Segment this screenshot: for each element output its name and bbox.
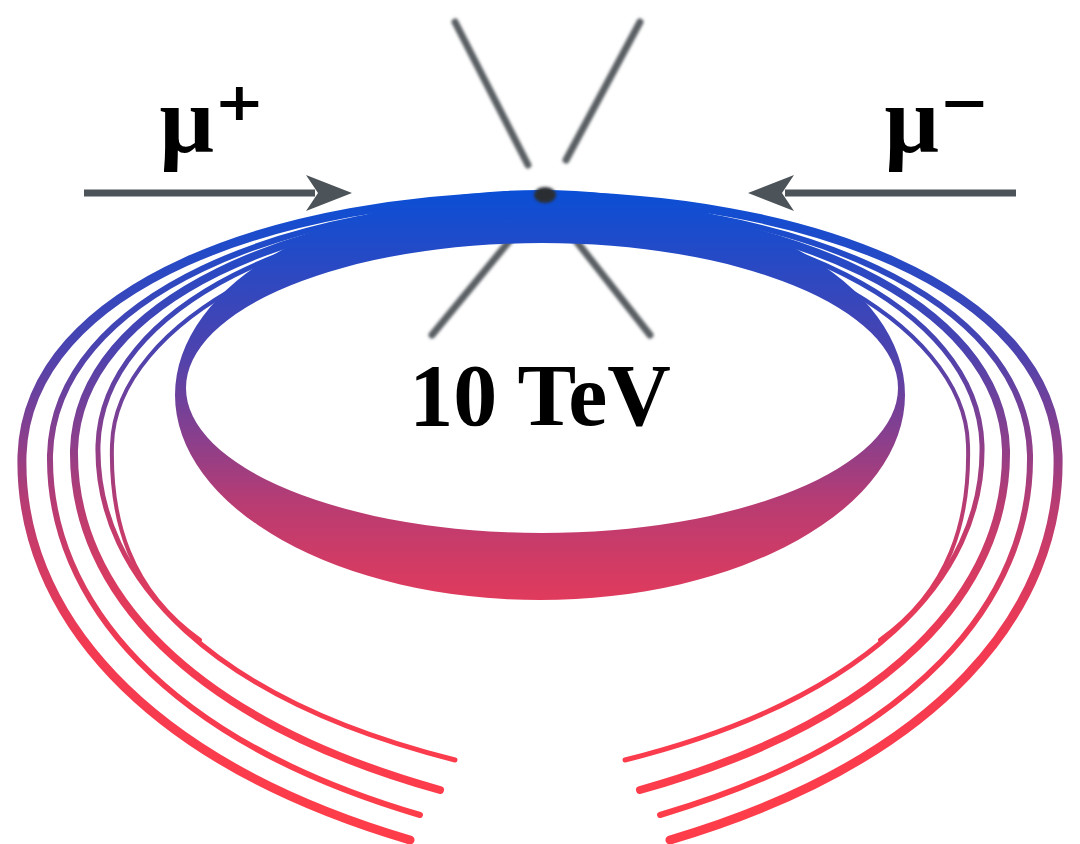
beam-particle-label: μ⁺ xyxy=(159,72,264,168)
beam-arrows xyxy=(84,175,1016,211)
track-line xyxy=(566,22,640,160)
collision-point xyxy=(534,187,556,203)
collision-tracks xyxy=(432,22,650,335)
arrow-head xyxy=(748,175,794,211)
beam-arrow-line xyxy=(84,190,315,197)
main-ring xyxy=(175,190,905,600)
arrow-head xyxy=(306,175,352,211)
track-line xyxy=(455,22,528,165)
beam-arrow-line xyxy=(785,190,1016,197)
energy-label: 10 TeV xyxy=(409,352,671,440)
ring-strand xyxy=(50,202,1030,815)
ring-strand xyxy=(22,196,1058,840)
beam-particle-label: μ⁻ xyxy=(884,72,989,168)
ring-strands xyxy=(22,196,1058,840)
ring-strand xyxy=(74,206,1006,790)
